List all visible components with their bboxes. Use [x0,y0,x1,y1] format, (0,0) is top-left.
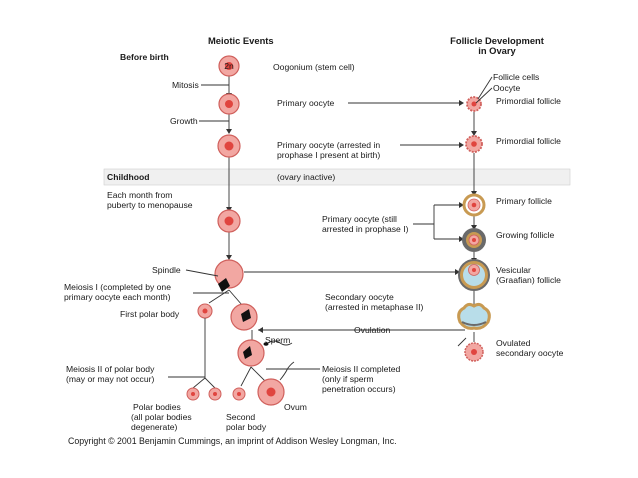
childhood-label: Childhood [107,172,149,182]
ovum-sperm-tail [279,361,295,381]
arrowhead [471,131,477,136]
primary-oocyte-label: Primary oocyte [277,98,335,108]
ovum-label: Ovum [284,402,307,412]
oocyte-label: Oocyte [493,83,520,93]
meiosis2-polar-line2: (may or may not occur) [66,374,154,384]
split-to-ovum [250,366,267,383]
arrowhead [459,100,464,106]
mitosis-label: Mitosis [172,80,199,90]
follicle-cells-leader [477,76,493,100]
secondary-label-line2: (arrested in metaphase II) [325,302,424,312]
arrowhead [459,142,464,148]
sperm-head [263,342,269,346]
childhood-band [103,168,571,186]
follicle-header-line1: Follicle Development [450,35,544,46]
arrowhead [459,202,464,208]
primary-still-line2: arrested in prophase I) [322,224,409,234]
meiosis1-label-line1: Meiosis I (completed by one [64,282,171,292]
primary-arrested-line2: prophase I present at birth) [277,150,380,160]
primary-still-line1: Primary oocyte (still [322,214,397,224]
meiotic-events-header: Meiotic Events [208,35,274,46]
split-to-second-polar [240,366,252,387]
monthly-label-line1: Each month from [107,190,172,200]
split-right [204,377,216,389]
primordial-follicle-label-1: Primordial follicle [496,96,561,106]
secondary-label-line1: Secondary oocyte [325,292,394,302]
meiosis1-label-line2: primary oocyte each month) [64,292,171,302]
primordial-follicle-1 [466,96,482,112]
primary-oocyte-arrested-cell [217,134,241,158]
follicle-cells-label: Follicle cells [493,72,539,82]
second-polar-line2: polar body [226,422,267,432]
meiosis2-completed-line2: (only if sperm [322,374,374,384]
polar-bodies-line1: Polar bodies [133,402,181,412]
primordial-follicle-label-2: Primordial follicle [496,136,561,146]
split-to-first-polar [208,289,230,304]
cell-mark: 2n [224,61,234,71]
arrowhead [471,225,477,230]
polar-bodies-line2: (all polar bodies [131,412,192,422]
meiosis2-completed-line1: Meiosis II completed [322,364,401,374]
growing-follicle-label: Growing follicle [496,230,554,240]
arrowhead [226,255,232,260]
sperm-label: Sperm [265,335,290,345]
ovulated-follicle [457,302,491,330]
meiosis2-completed-line3: penetration occurs) [322,384,396,394]
vesicular-follicle [458,259,490,291]
oogonium-label: Oogonium (stem cell) [273,62,355,72]
primary-arrested-line1: Primary oocyte (arrested in [277,140,380,150]
secondary-oocyte-cell [230,303,258,331]
ovulated-label-line2: secondary oocyte [496,348,564,358]
primary-oocyte-cell [218,93,240,115]
spindle-label: Spindle [152,265,181,275]
follicle-header-line2: in Ovary [478,45,516,56]
spindle-leader [185,269,219,277]
sperm-tail [267,340,293,346]
before-birth-label: Before birth [120,52,169,62]
arrowhead [459,236,464,242]
vesicular-label-line2: (Graafian) follicle [496,275,561,285]
second-polar-body [232,387,246,401]
arrowhead [258,327,263,333]
vesicular-label-line1: Vesicular [496,265,531,275]
polar-bodies-line3: degenerate) [131,422,177,432]
polar-body-1 [186,387,200,401]
arrowhead [455,269,460,275]
ovulated-label-line1: Ovulated [496,338,531,348]
ovum-cell [257,378,285,406]
growth-label: Growth [170,116,198,126]
copyright-text: Copyright © 2001 Benjamin Cummings, an i… [68,436,397,446]
primordial-follicle-2 [465,135,483,153]
ovulated-secondary-oocyte [464,342,484,362]
first-polar-body [197,303,213,319]
ovulation-label: Ovulation [354,325,391,335]
split-to-secondary [228,289,243,306]
ovulated-leader [457,337,467,347]
split-left [192,377,206,389]
polar-body-2 [208,387,222,401]
primary-follicle [462,193,486,217]
arrowhead [226,129,232,134]
growing-follicle [462,228,486,252]
meiosis-one-cell [214,259,244,292]
first-polar-body-label: First polar body [120,309,180,319]
oocyte-leader [475,87,493,104]
oogonium-cell [218,55,240,77]
monthly-primary-oocyte-cell [217,209,241,233]
monthly-label-line2: puberty to menopause [107,200,193,210]
primary-follicle-label: Primary follicle [496,196,552,206]
meiosis2-polar-line1: Meiosis II of polar body [66,364,155,374]
ovary-inactive-label: (ovary inactive) [277,172,335,182]
second-polar-line1: Second [226,412,255,422]
fertilized-oocyte-cell [237,339,265,367]
